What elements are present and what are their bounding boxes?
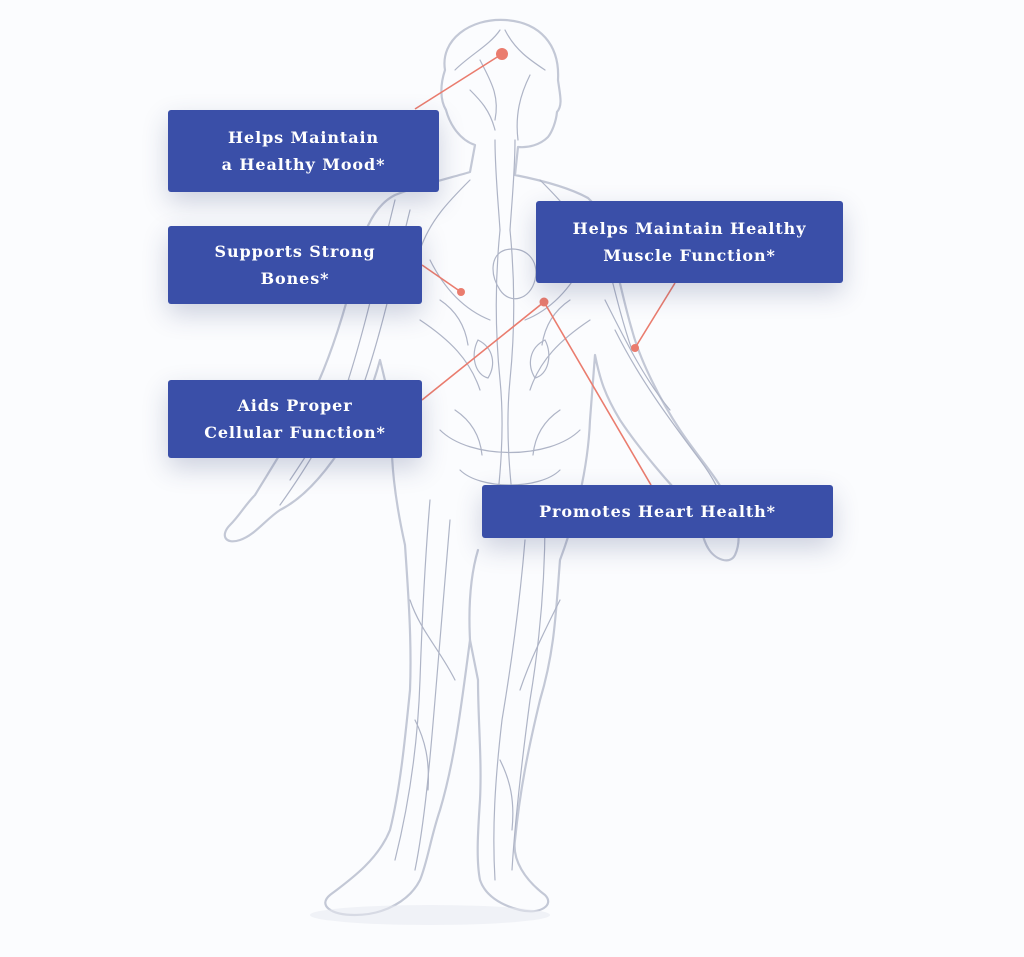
callout-cell-line1: Aids Proper — [237, 396, 353, 415]
connector-lines — [414, 53, 676, 486]
callout-healthy-mood: Helps Maintain a Healthy Mood* — [168, 110, 439, 192]
dot-muscle — [631, 344, 639, 352]
callout-cell-line2: Cellular Function* — [204, 423, 386, 442]
ground-shadow — [310, 905, 550, 925]
callout-muscle-function: Helps Maintain Healthy Muscle Function* — [536, 201, 843, 283]
callout-mood-line1: Helps Maintain — [228, 128, 379, 147]
connector-cell — [421, 301, 545, 401]
callout-bones-line1: Supports Strong — [214, 242, 376, 261]
dot-brain — [496, 48, 508, 60]
callout-muscle-line1: Helps Maintain Healthy — [572, 219, 807, 238]
dot-bones — [457, 288, 465, 296]
connector-bones — [421, 264, 462, 293]
connector-dots — [457, 48, 639, 352]
dot-heart — [539, 297, 549, 307]
callout-cellular-function: Aids Proper Cellular Function* — [168, 380, 422, 458]
connector-muscle — [634, 282, 676, 349]
connector-mood — [414, 53, 503, 110]
callout-heart-line1: Promotes Heart Health* — [539, 502, 776, 521]
callout-bones-line2: Bones* — [260, 269, 330, 288]
connector-heart — [543, 301, 652, 486]
body-outline — [223, 18, 740, 917]
callout-mood-line2: a Healthy Mood* — [221, 155, 386, 174]
callout-muscle-line2: Muscle Function* — [603, 246, 776, 265]
callout-heart-health: Promotes Heart Health* — [482, 485, 833, 538]
callout-strong-bones: Supports Strong Bones* — [168, 226, 422, 304]
